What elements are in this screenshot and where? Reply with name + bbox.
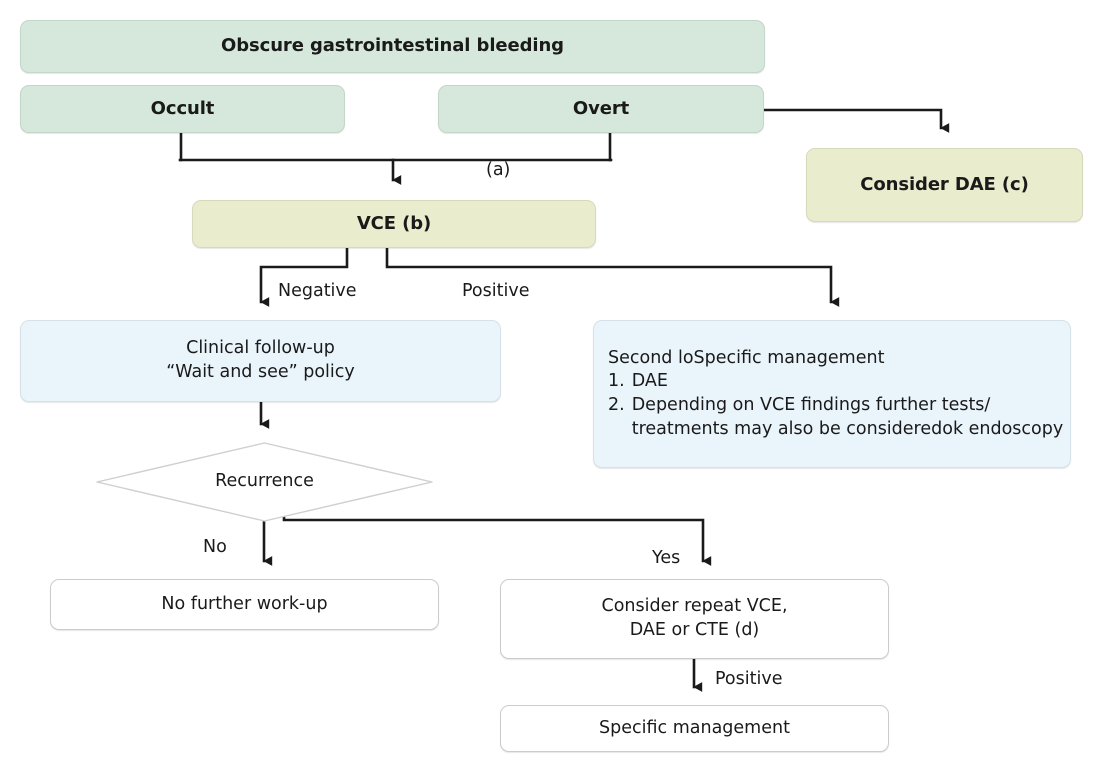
node-consider-repeat-vce[interactable]: Consider repeat VCE, DAE or CTE (d) (500, 579, 889, 659)
node-no-further-workup-label: No further work-up (161, 593, 328, 614)
node-clinical-followup[interactable]: Clinical follow-up “Wait and see” policy (20, 320, 501, 402)
node-no-further-workup[interactable]: No further work-up (50, 579, 439, 630)
edge-label-yes: Yes (652, 548, 681, 568)
node-occult[interactable]: Occult (20, 85, 345, 133)
edge-label-no: No (203, 537, 227, 557)
node-second-look-item-1-number: 1. (608, 371, 625, 392)
node-second-look-text: Second loSpecific management 1. DAE 2. D… (594, 343, 1073, 446)
edge-recurrence-yes (282, 508, 712, 566)
node-specific-management[interactable]: Specific management (500, 705, 889, 752)
node-consider-dae[interactable]: Consider DAE (c) (806, 148, 1083, 222)
node-consider-repeat-vce-line-2: DAE or CTE (d) (629, 620, 760, 640)
node-second-look-item-2: 2. Depending on VCE findings further tes… (608, 394, 1063, 441)
node-second-look-item-2-number: 2. (608, 395, 625, 415)
node-vce-label: VCE (b) (356, 212, 432, 234)
edge-vce-positive (385, 246, 840, 307)
node-overt[interactable]: Overt (438, 85, 764, 133)
node-second-look-item-2-text: Depending on VCE findings further tests∕… (632, 394, 1064, 441)
edge-overt-to-consider-dae (761, 108, 950, 133)
node-clinical-followup-line-1: Clinical follow-up (186, 338, 335, 359)
node-consider-dae-label: Consider DAE (c) (860, 173, 1029, 195)
node-second-look-item-1-text: DAE (631, 371, 668, 392)
edge-label-positive: Positive (462, 281, 530, 301)
node-specific-management-label: Specific management (599, 717, 790, 738)
node-second-look-item-2-line-2: treatments may also be consideredok endo… (631, 418, 1064, 439)
node-overt-label: Overt (572, 97, 630, 119)
node-second-look[interactable]: Second loSpecific management 1. DAE 2. D… (593, 320, 1071, 468)
node-second-look-heading: Second loSpecific management (608, 347, 885, 368)
node-consider-repeat-vce-line-1: Consider repeat VCE, (601, 596, 788, 617)
node-second-look-item-1: 1. DAE (608, 370, 1063, 394)
edge-label-a: (a) (486, 160, 511, 180)
node-vce[interactable]: VCE (b) (192, 200, 596, 248)
node-consider-repeat-vce-text: Consider repeat VCE, DAE or CTE (d) (501, 591, 888, 646)
edge-label-positive-2: Positive (715, 669, 783, 689)
edge-label-negative: Negative (278, 281, 357, 301)
node-recurrence-label[interactable]: Recurrence (215, 471, 314, 491)
node-obscure-gi-bleeding[interactable]: Obscure gastrointestinal bleeding (20, 20, 765, 73)
node-clinical-followup-text: Clinical follow-up “Wait and see” policy (21, 333, 500, 388)
node-obscure-gi-bleeding-label: Obscure gastrointestinal bleeding (221, 35, 564, 57)
node-second-look-item-2-line-1: Depending on VCE findings further tests∕ (631, 395, 991, 415)
node-clinical-followup-line-2: “Wait and see” policy (166, 362, 355, 382)
node-occult-label: Occult (150, 97, 215, 119)
